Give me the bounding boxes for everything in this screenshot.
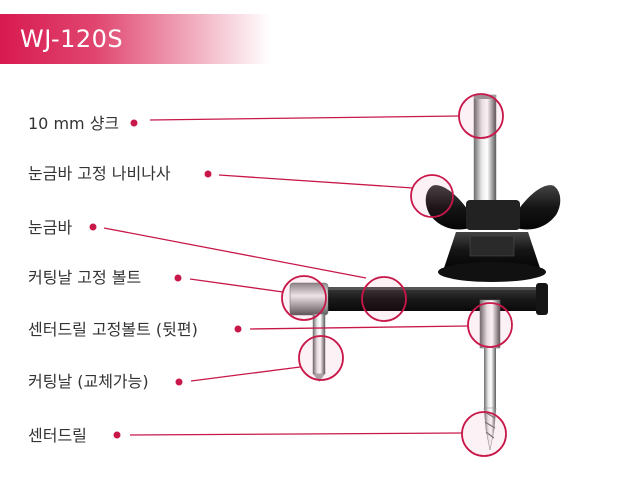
callout-cutter-blade [175,335,344,386]
callout-scale-bar [89,223,407,322]
wing-nut-part [425,185,561,230]
cutter-holder-part [289,282,329,316]
label-wing-nut: 눈금바 고정 나비나사 [28,164,171,183]
callout-cutter-bolt [174,274,327,321]
model-title: WJ-120S [20,25,124,53]
label-scale-bar: 눈금바 [28,218,73,237]
title-band [0,14,270,64]
label-cutter-bolt: 커팅날 고정 볼트 [28,268,142,287]
body-collar-part [438,232,546,282]
cutter-blade-part [312,313,326,382]
center-drill-part [483,348,497,451]
label-cutter-blade: 커팅날 (교체가능) [28,372,149,391]
label-shank: 10 mm 샹크 [28,114,120,133]
callout-center-bolt [234,302,513,348]
label-center-bolt: 센터드릴 고정볼트 (뒷편) [28,320,198,339]
callout-center-drill [113,411,507,457]
callout-wing-nut [204,170,454,218]
callout-shank [130,93,504,139]
label-center-drill: 센터드릴 [28,426,87,445]
scale-bar-part [300,283,548,315]
